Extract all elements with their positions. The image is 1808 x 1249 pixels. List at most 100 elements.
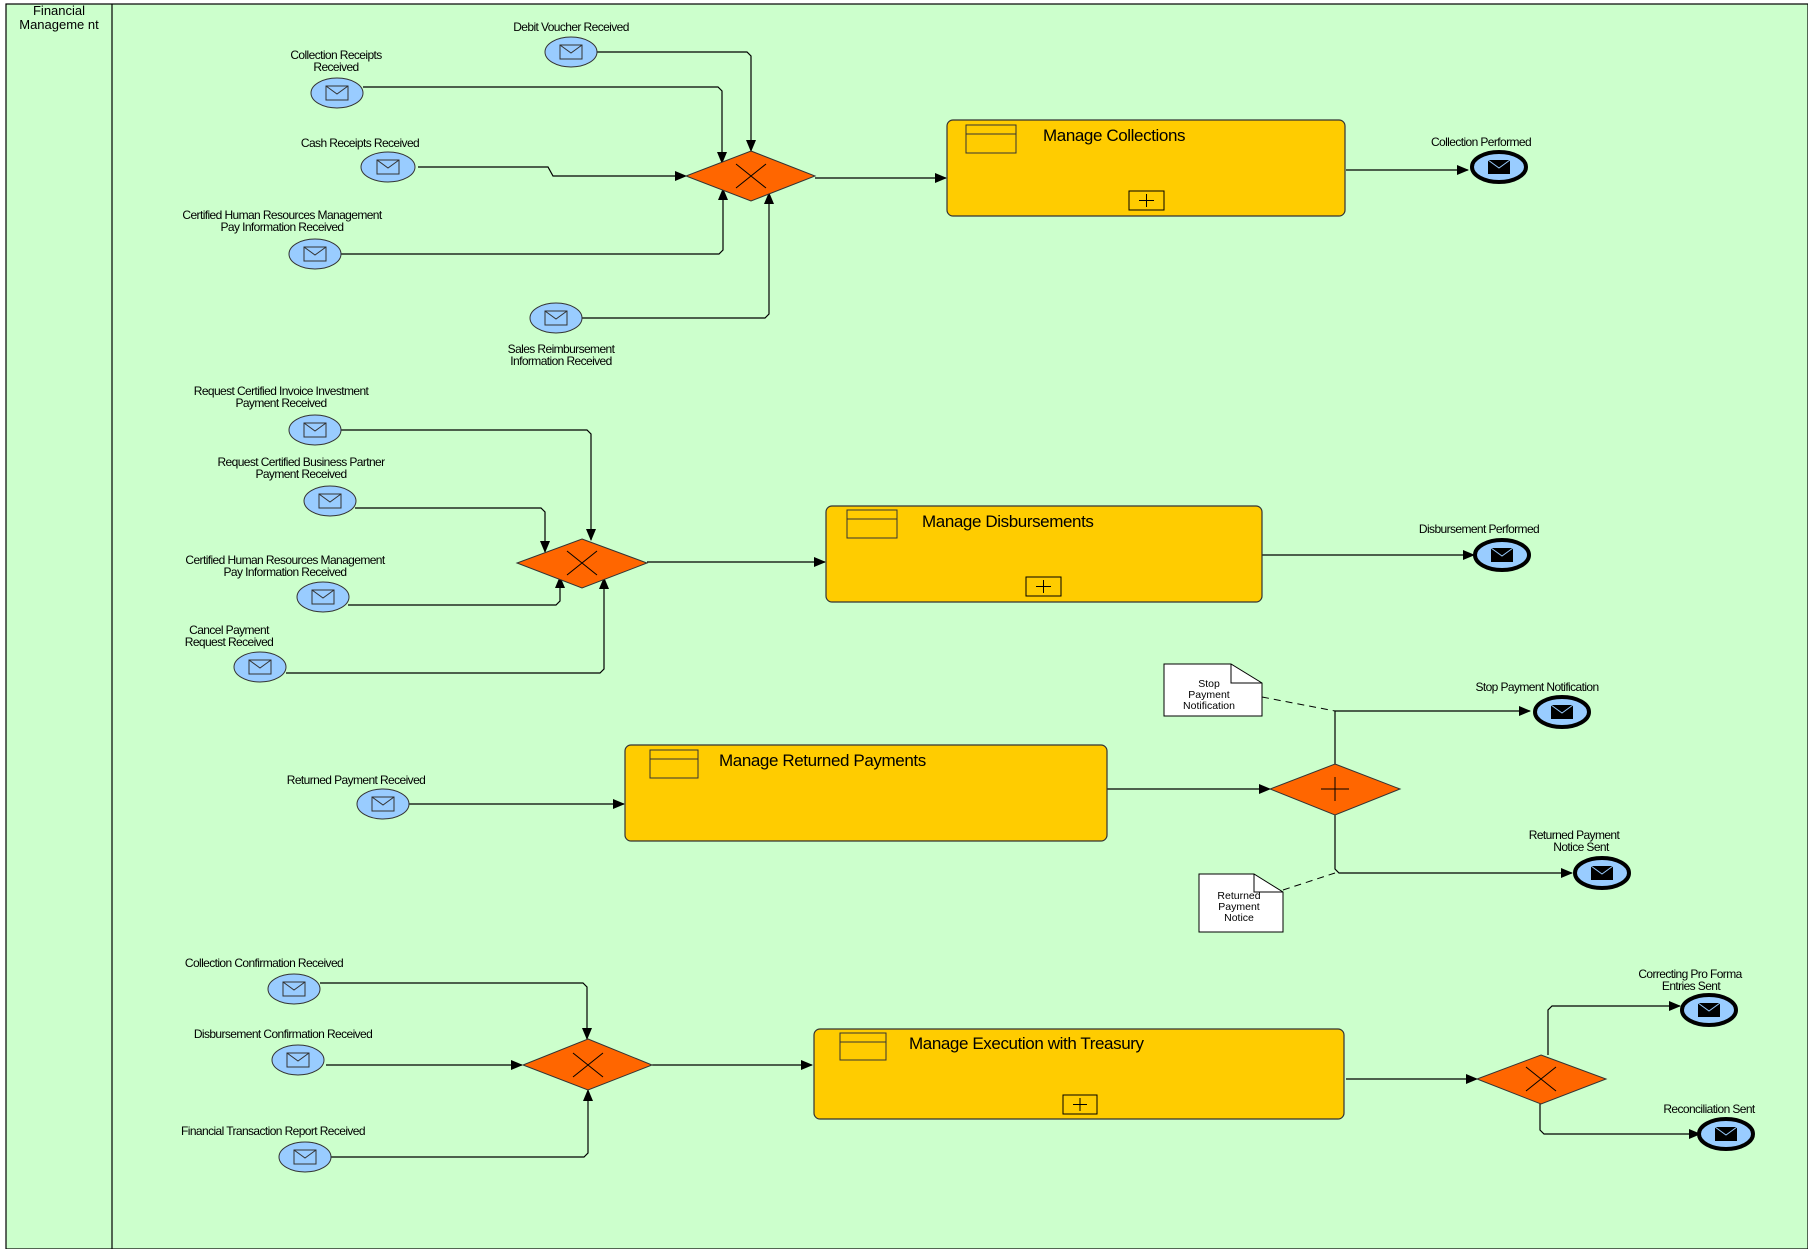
event-label: Debit Voucher Received xyxy=(513,20,629,34)
svg-text:Certified Human Resources Mana: Certified Human Resources ManagementPay … xyxy=(185,553,385,579)
svg-text:Stop Payment Notification: Stop Payment Notification xyxy=(1475,680,1598,694)
event-label: Correcting Pro Forma xyxy=(1638,967,1742,981)
associations xyxy=(1261,696,1336,891)
subprocess-expand-icon[interactable] xyxy=(1128,190,1165,211)
event-label: Request Received xyxy=(185,635,273,649)
svg-text:Collection Performed: Collection Performed xyxy=(1431,135,1531,149)
gateway-treasury-in xyxy=(521,1038,654,1091)
start-event-disbursement-confirmation[interactable]: Disbursement Confirmation Received xyxy=(194,1027,373,1076)
svg-text:Collection Confirmation Receiv: Collection Confirmation Received xyxy=(185,956,343,970)
note-line: Notification xyxy=(1183,700,1235,712)
envelope-icon xyxy=(303,422,327,438)
end-event-disbursement-performed[interactable]: Disbursement Performed xyxy=(1419,522,1540,572)
event-label: Disbursement Performed xyxy=(1419,522,1539,536)
task-type-icon xyxy=(846,509,898,539)
event-label: Stop Payment Notification xyxy=(1475,680,1598,694)
start-event-returned-payment[interactable]: Returned Payment Received xyxy=(287,773,426,820)
gateway-returned-payments xyxy=(1268,763,1402,816)
event-label: Payment Received xyxy=(235,396,326,410)
envelope-icon xyxy=(325,85,349,101)
start-event-financial-transaction[interactable]: Financial Transaction Report Received xyxy=(181,1124,366,1173)
envelope-icon xyxy=(1714,1126,1738,1141)
event-label: Collection Receipts xyxy=(290,48,382,62)
start-event-collection-confirmation[interactable]: Collection Confirmation Received xyxy=(185,956,344,1005)
envelope-icon xyxy=(282,981,306,997)
event-label: Disbursement Confirmation Received xyxy=(194,1027,372,1041)
note-line: Stop xyxy=(1198,678,1220,690)
task-label: Manage Execution with Treasury xyxy=(909,1034,1145,1053)
event-label: Cancel Payment xyxy=(189,623,270,637)
subprocess-expand-icon[interactable] xyxy=(1062,1094,1098,1115)
task-manage-returned-payments[interactable]: Manage Returned Payments xyxy=(624,744,1108,842)
task-type-icon xyxy=(839,1032,887,1061)
start-event-debit-voucher[interactable]: Debit Voucher Received xyxy=(513,20,629,68)
envelope-icon xyxy=(303,246,327,262)
task-manage-disbursements[interactable]: Manage Disbursements xyxy=(825,505,1263,603)
task-type-icon xyxy=(965,124,1017,154)
envelope-icon xyxy=(371,796,395,812)
envelope-icon xyxy=(293,1149,317,1165)
lane-title: Financial Manageme nt xyxy=(19,3,99,32)
svg-text:Certified Human Resources Mana: Certified Human Resources ManagementPay … xyxy=(182,208,382,234)
sequence-flows xyxy=(286,51,1701,1158)
event-label: Received xyxy=(313,60,358,74)
event-label: Returned Payment Received xyxy=(287,773,425,787)
task-manage-execution-treasury[interactable]: Manage Execution with Treasury xyxy=(813,1028,1345,1120)
task-manage-collections[interactable]: Manage Collections xyxy=(946,119,1346,217)
end-events: Collection Performed Disbursement Perfor… xyxy=(1419,135,1757,1151)
task-label: Manage Collections xyxy=(1043,126,1185,145)
event-label: Cash Receipts Received xyxy=(301,136,419,150)
event-label: Notice Sent xyxy=(1553,840,1610,854)
note-line: Payment xyxy=(1188,689,1230,701)
envelope-icon xyxy=(376,159,400,175)
end-event-reconciliation-sent[interactable]: Reconciliation Sent xyxy=(1663,1102,1757,1151)
event-label: Financial Transaction Report Received xyxy=(181,1124,365,1138)
event-label: Sales Reimbursement xyxy=(508,342,616,356)
end-event-collection-performed[interactable]: Collection Performed xyxy=(1431,135,1532,184)
svg-text:Request Certified Invoice Inve: Request Certified Invoice InvestmentPaym… xyxy=(194,384,370,410)
envelope-icon xyxy=(286,1052,310,1068)
svg-text:Disbursement Performed: Disbursement Performed xyxy=(1419,522,1539,536)
event-label: Pay Information Received xyxy=(220,220,343,234)
end-event-stop-payment-notification[interactable]: Stop Payment Notification xyxy=(1475,680,1599,729)
envelope-icon xyxy=(559,44,583,60)
envelope-icon xyxy=(318,493,342,509)
start-events: Debit Voucher Received Collection Receip… xyxy=(181,20,629,1173)
svg-text:Debit Voucher Received: Debit Voucher Received xyxy=(513,20,629,34)
note-line: Notice xyxy=(1224,912,1254,924)
gateway-collections xyxy=(684,150,817,202)
event-label: Information Received xyxy=(510,354,611,368)
tasks: Manage Collections Manage Disbursements … xyxy=(624,119,1346,1120)
event-label: Collection Confirmation Received xyxy=(185,956,343,970)
envelope-icon xyxy=(1697,1002,1721,1017)
svg-text:Returned Payment Received: Returned Payment Received xyxy=(287,773,425,787)
note-line: Payment xyxy=(1218,901,1260,913)
event-label: Entries Sent xyxy=(1662,979,1721,993)
gateway-treasury-out xyxy=(1475,1054,1608,1105)
subprocess-expand-icon[interactable] xyxy=(1025,576,1062,597)
envelope-icon xyxy=(1487,159,1511,174)
envelope-icon xyxy=(311,589,335,605)
envelope-icon xyxy=(1590,865,1614,880)
start-event-cash-receipts[interactable]: Cash Receipts Received xyxy=(301,136,420,183)
envelope-icon xyxy=(544,310,568,326)
